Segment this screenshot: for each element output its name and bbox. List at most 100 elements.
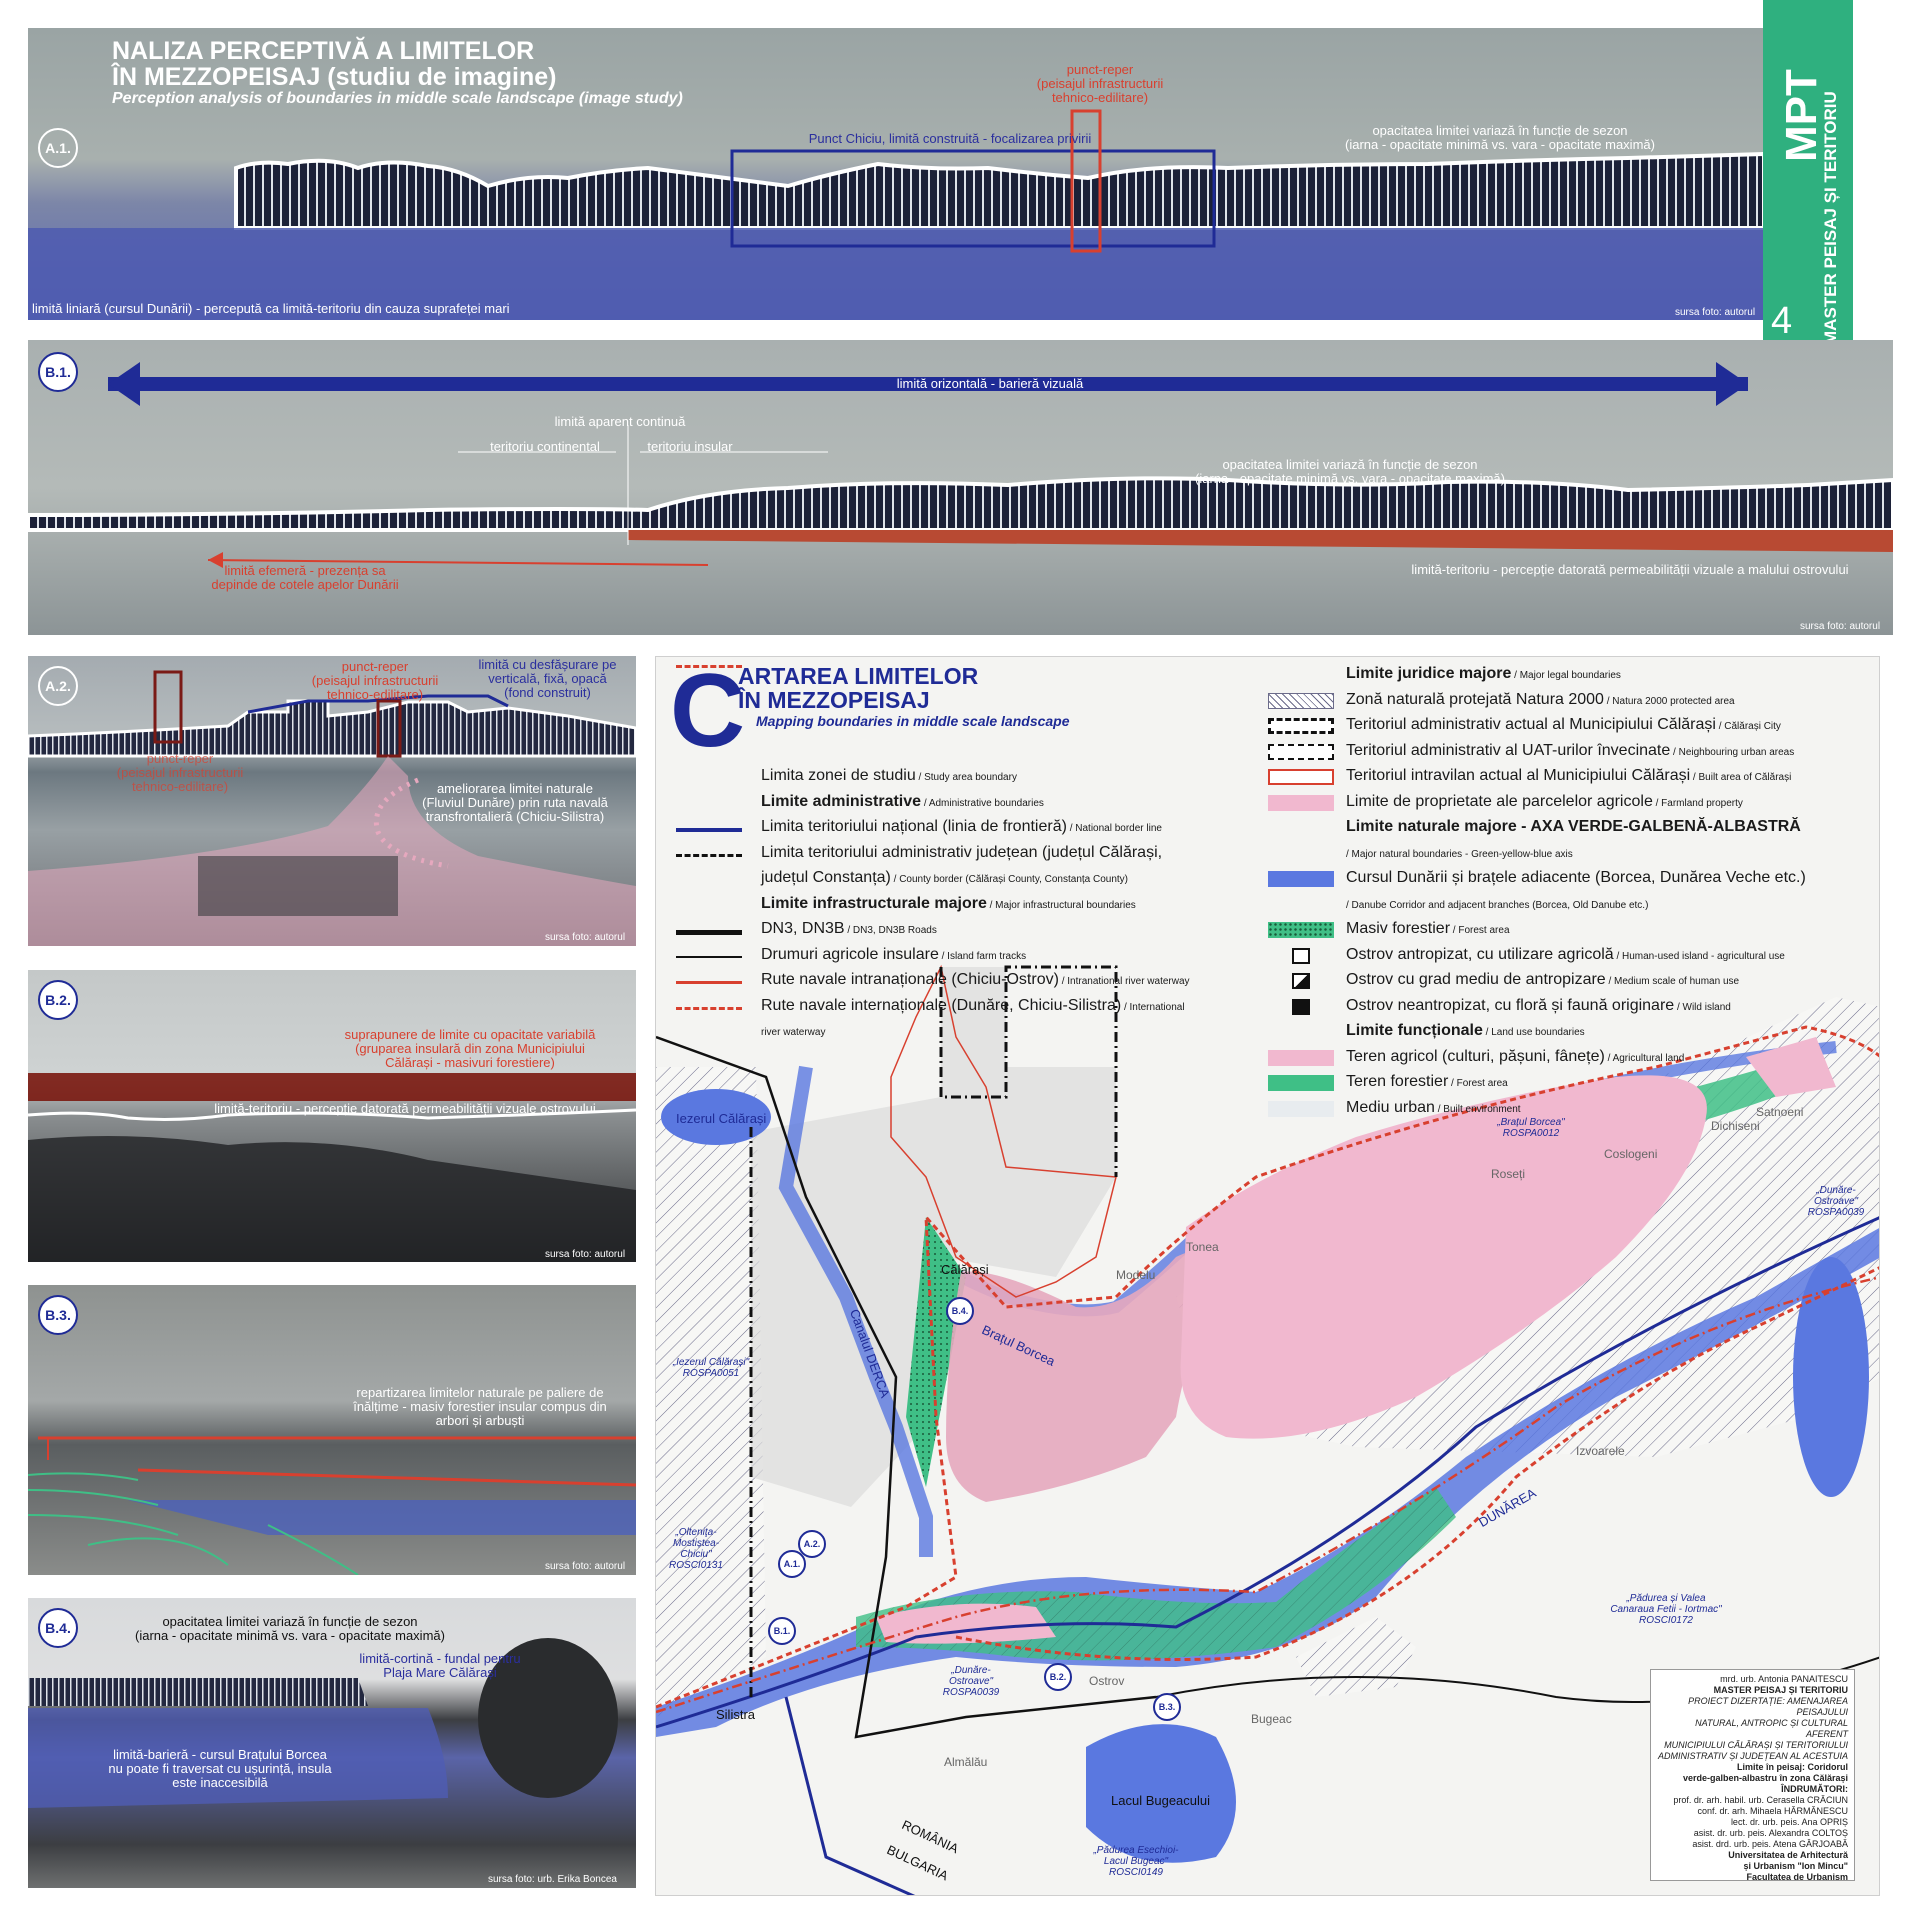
legend-swatch xyxy=(1268,871,1334,887)
title-line-2: ÎN MEZZOPEISAJ (studiu de imagine) xyxy=(112,63,557,91)
town-coslogeni: Coslogeni xyxy=(1604,1147,1658,1161)
town-izvoarele: Izvoarele xyxy=(1576,1444,1625,1458)
b1-insular-label: teritoriu insular xyxy=(647,439,733,454)
map-subtitle: Mapping boundaries in middle scale lands… xyxy=(756,713,1070,729)
town-ostrov: Ostrov xyxy=(1089,1674,1125,1688)
badge-a2: A.2. xyxy=(38,666,78,706)
photo-a1-overlay xyxy=(28,109,1764,320)
b1-source: sursa foto: autorul xyxy=(1800,621,1881,632)
legend-right-item: Masiv forestier / Forest area xyxy=(1346,920,1510,937)
label-lacul: Lacul Bugeacului xyxy=(1111,1793,1211,1808)
legend-right-item: Teritoriul administrativ al UAT-urilor î… xyxy=(1346,741,1795,759)
photo-b3 xyxy=(28,1285,636,1575)
photo-b2 xyxy=(28,970,636,1262)
side-tab: MPT MASTER PEISAJ ȘI TERITORIU 4 xyxy=(1763,0,1853,347)
title-subtitle: Perception analysis of boundaries in mid… xyxy=(112,90,683,107)
photo-a2 xyxy=(28,656,636,946)
credit-line: asist. dr. urb. peis. Alexandra COLTOȘ xyxy=(1693,1828,1848,1838)
b1-ephemeral-label: limită efemeră - prezența sa depinde de … xyxy=(211,563,399,592)
legend-right-item: Cursul Dunării și brațele adiacente (Bor… xyxy=(1346,869,1806,886)
legend-left-item: DN3, DN3B / DN3, DN3B Roads xyxy=(761,920,937,937)
legend-right-item: Zonă naturală protejată Natura 2000 / Na… xyxy=(1346,690,1735,708)
tab-number: 4 xyxy=(1771,300,1793,342)
badge-b2: B.2. xyxy=(38,980,78,1020)
b4-opacity-label: opacitatea limitei variază în funcție de… xyxy=(135,1614,445,1643)
b1-continuous-label: limită aparent continuă xyxy=(554,414,686,429)
legend-swatch xyxy=(676,828,742,832)
photo-b1-overlay xyxy=(28,362,1893,568)
map-marker-b1: B.1. xyxy=(768,1617,796,1645)
b1-territory-label: limită-teritoriu - percepție datorată pe… xyxy=(1411,562,1849,577)
a2-landmark2-label: punct-reper (peisajul infrastructurii te… xyxy=(116,751,244,794)
town-tonea: Tonea xyxy=(1186,1240,1219,1254)
label-silistra: Silistra xyxy=(716,1707,756,1722)
legend-right-item: Limite naturale majore - AXA VERDE-GALBE… xyxy=(1346,818,1801,835)
legend-right-item: / Major natural boundaries - Green-yello… xyxy=(1346,848,1573,860)
town-bugeac: Bugeac xyxy=(1251,1712,1292,1726)
b1-horizontal-label: limită orizontală - barieră vizuală xyxy=(896,376,1084,391)
legend-left-item: Rute navale intranaționale (Chiciu-Ostro… xyxy=(761,971,1190,988)
legend-swatch xyxy=(1268,1100,1334,1117)
map-marker-b4: B.4. xyxy=(946,1297,974,1325)
credit-line: și Urbanism "Ion Mincu" xyxy=(1743,1861,1848,1871)
legend-swatch xyxy=(1292,947,1310,964)
site-oltenita: „Olteniţa- Mostiștea- Chiciu" ROSCI0131 xyxy=(669,1527,723,1571)
photo-a2-overlay xyxy=(28,670,636,946)
legend-left-item: Limita teritoriului administrativ județe… xyxy=(761,843,1163,861)
photo-b4 xyxy=(28,1598,636,1888)
a1-chiciu-label: Punct Chiciu, limită construită - focali… xyxy=(808,131,1092,146)
legend-left-item: Limita teritoriului național (linia de f… xyxy=(761,818,1162,835)
map-marker-a1: A.1. xyxy=(778,1550,806,1578)
legend-swatch xyxy=(1268,692,1334,709)
b1-continental-label: teritoriu continental xyxy=(490,439,600,454)
legend-right-item: Ostrov antropizat, cu utilizare agricolă… xyxy=(1346,945,1785,963)
label-iezerul: Iezerul Călărași xyxy=(676,1111,767,1126)
legend-swatch xyxy=(676,981,742,984)
legend-swatch xyxy=(1268,1049,1334,1066)
legend-right-item: Limite funcționale / Land use boundaries xyxy=(1346,1022,1585,1039)
town-modelu: Modelu xyxy=(1116,1268,1156,1282)
site-iezerul: „Iezerul Călărași" ROSPA0051 xyxy=(672,1357,750,1379)
credit-line: prof. dr. arh. habil. urb. Cerasella CRĂ… xyxy=(1673,1795,1848,1805)
legend-right-item: Limite juridice majore / Major legal bou… xyxy=(1346,665,1621,682)
legend-swatch xyxy=(1292,973,1310,989)
credit-line: verde-galben-albastru în zona Călărași xyxy=(1682,1773,1848,1783)
credit-line: Limite în peisaj: Coridorul xyxy=(1736,1762,1848,1772)
credit-line: PROIECT DIZERTAȚIE: AMENAJAREA PEISAJULU… xyxy=(1688,1696,1848,1717)
b1-opacity-label: opacitatea limitei variază în funcție de… xyxy=(1195,457,1505,486)
map-title-letter: C xyxy=(670,656,746,769)
site-dunare-ostroave-east: „Dunăre- Ostroave" ROSPA0039 xyxy=(1807,1185,1865,1218)
legend-swatch xyxy=(676,665,742,668)
b3-source: sursa foto: autorul xyxy=(545,1561,626,1572)
credit-line: mrd. urb. Antonia PANAITESCU xyxy=(1720,1674,1848,1684)
legend-left-item: Rute navale internaționale (Dunăre, Chic… xyxy=(761,996,1185,1014)
a2-source: sursa foto: autorul xyxy=(545,932,626,943)
a1-linear-label: limită liniară (cursul Dunării) - percep… xyxy=(32,301,510,316)
title-line-1: NALIZA PERCEPTIVĂ A LIMITELOR xyxy=(112,37,535,65)
legend-right-item: Limite de proprietate ale parcelelor agr… xyxy=(1346,792,1743,810)
site-dunare-ostroave-west: „Dunăre- Ostroave" ROSPA0039 xyxy=(942,1665,1000,1698)
legend-left-item: Drumuri agricole insulare / Island farm … xyxy=(761,945,1027,963)
credit-line: NATURAL, ANTROPIC ȘI CULTURAL AFERENT xyxy=(1695,1718,1848,1739)
a2-improvement-label: ameliorarea limitei naturale (Fluviul Du… xyxy=(422,781,608,824)
legend-swatch xyxy=(1268,769,1334,785)
legend-left-item: river waterway xyxy=(761,1027,826,1038)
map-marker-b3: B.3. xyxy=(1153,1693,1181,1721)
a1-opacity-label: opacitatea limitei variază în funcție de… xyxy=(1345,123,1655,152)
tab-label: MASTER PEISAJ ȘI TERITORIU xyxy=(1821,91,1840,345)
legend-right-item: Teritoriul intravilan actual al Municipi… xyxy=(1346,767,1792,784)
credit-line: ADMINISTRATIV ȘI JUDEȚEAN AL ACESTUIA xyxy=(1657,1751,1848,1761)
legend-left-item: Limita zonei de studiu / Study area boun… xyxy=(761,767,1017,784)
credit-line: conf. dr. arh. Mihaela HĂRMĂNESCU xyxy=(1697,1806,1848,1816)
legend-swatch xyxy=(1268,1075,1334,1091)
legend-right-item: Teren agricol (culturi, pășuni, fânețe) … xyxy=(1346,1047,1685,1065)
photo-a1 xyxy=(28,28,1764,320)
tab-code: MPT xyxy=(1777,69,1826,162)
b4-source: sursa foto: urb. Erika Boncea xyxy=(488,1874,617,1885)
legend-swatch xyxy=(1268,718,1334,734)
b2-source: sursa foto: autorul xyxy=(545,1249,626,1260)
town-almalau: Almălău xyxy=(944,1755,988,1769)
town-roseti: Roseți xyxy=(1491,1167,1526,1181)
credit-line: MASTER PEISAJ ȘI TERITORIU xyxy=(1713,1685,1848,1695)
credit-line: Universitatea de Arhitectură xyxy=(1728,1850,1848,1860)
